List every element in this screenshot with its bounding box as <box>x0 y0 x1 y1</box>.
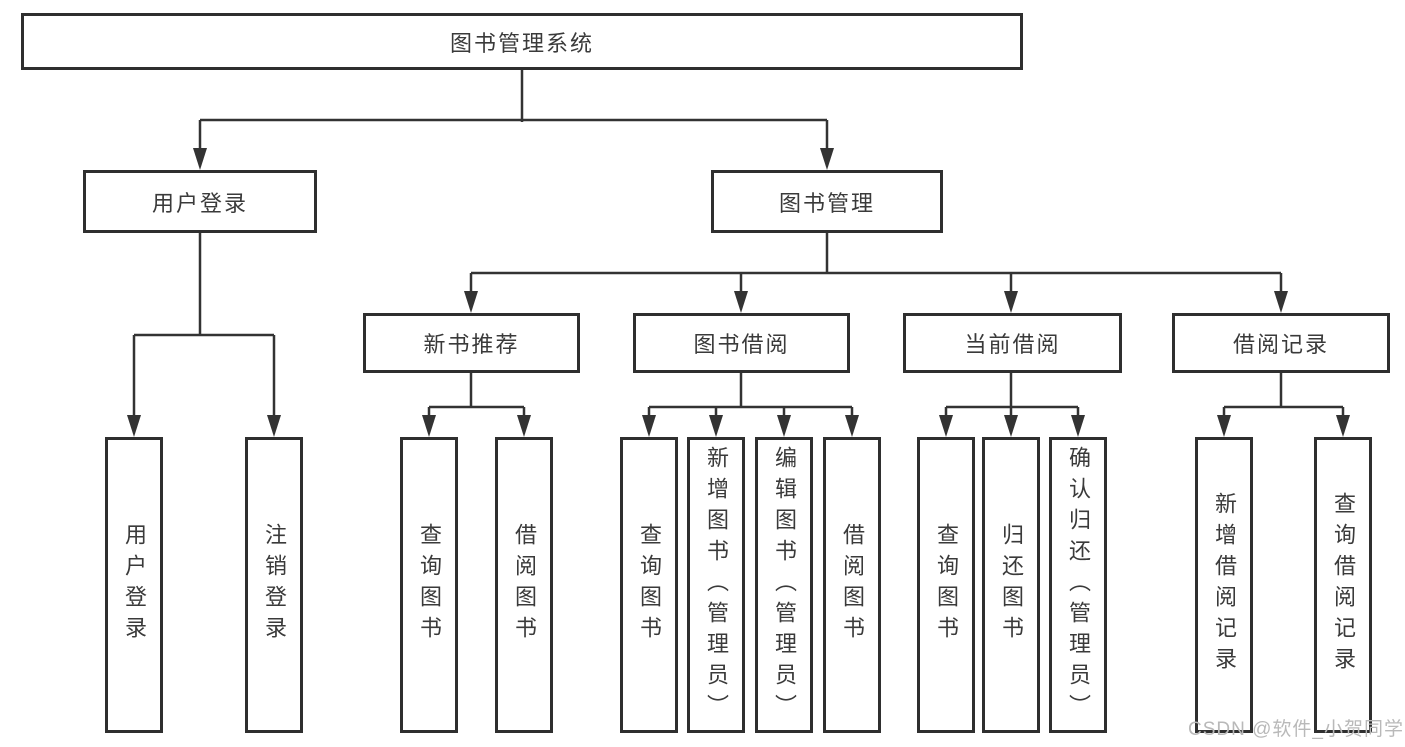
leaf-label: 归还图书 <box>999 523 1024 647</box>
node-current-borrowing: 当前借阅 <box>903 313 1122 373</box>
watermark: CSDN @软件_小贺同学 <box>1188 719 1404 740</box>
leaf-label: 新增借阅记录 <box>1212 492 1237 678</box>
leaf-label: 借阅图书 <box>512 523 537 647</box>
leaf-label: 用户登录 <box>122 523 147 647</box>
node-confirm-return-admin: 确认归还（管理员） <box>1049 437 1107 733</box>
node-library-management-system: 图书管理系统 <box>21 13 1023 70</box>
leaf-label: 注销登录 <box>262 523 287 647</box>
node-query-books-current: 查询图书 <box>917 437 975 733</box>
node-book-management-branch: 图书管理 <box>711 170 943 233</box>
node-add-borrow-record: 新增借阅记录 <box>1195 437 1253 733</box>
node-logout-leaf: 注销登录 <box>245 437 303 733</box>
node-add-books-admin: 新增图书（管理员） <box>687 437 745 733</box>
node-query-books-borrowing: 查询图书 <box>620 437 678 733</box>
node-borrow-books-recommend: 借阅图书 <box>495 437 553 733</box>
node-user-login-branch: 用户登录 <box>83 170 317 233</box>
leaf-label: 查询借阅记录 <box>1331 492 1356 678</box>
node-new-book-recommendation: 新书推荐 <box>363 313 580 373</box>
leaf-label: 编辑图书（管理员） <box>772 445 797 725</box>
node-query-books-recommend: 查询图书 <box>400 437 458 733</box>
node-edit-books-admin: 编辑图书（管理员） <box>755 437 813 733</box>
node-borrowing-records: 借阅记录 <box>1172 313 1390 373</box>
node-book-borrowing: 图书借阅 <box>633 313 850 373</box>
leaf-label: 新增图书（管理员） <box>704 445 729 725</box>
leaf-label: 查询图书 <box>934 523 959 647</box>
node-query-borrow-record: 查询借阅记录 <box>1314 437 1372 733</box>
node-borrow-books-borrowing: 借阅图书 <box>823 437 881 733</box>
leaf-label: 确认归还（管理员） <box>1066 445 1091 725</box>
leaf-label: 查询图书 <box>637 523 662 647</box>
leaf-label: 查询图书 <box>417 523 442 647</box>
node-return-books: 归还图书 <box>982 437 1040 733</box>
node-user-login-leaf: 用户登录 <box>105 437 163 733</box>
leaf-label: 借阅图书 <box>840 523 865 647</box>
arrowheads <box>127 148 1350 437</box>
